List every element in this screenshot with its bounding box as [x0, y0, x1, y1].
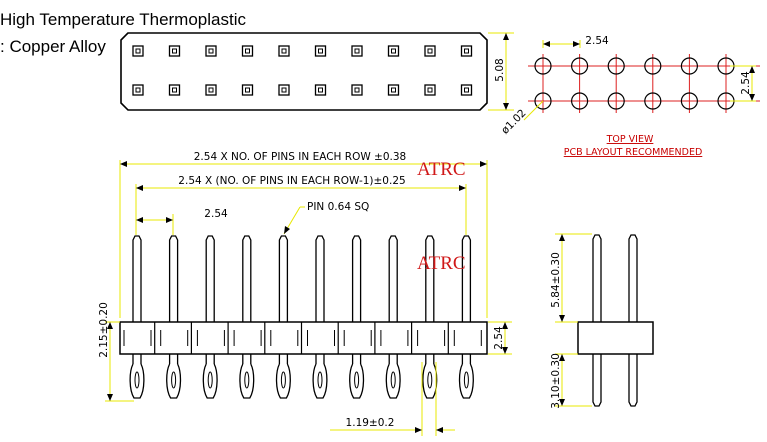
front-pin — [385, 235, 401, 399]
pcb-hole — [680, 92, 699, 110]
pcb-hole — [680, 57, 699, 75]
pcb-layout-label: PCB LAYOUT RECOMMENDED — [564, 147, 703, 158]
front-pin — [129, 235, 145, 399]
hole-diameter-label: ø1.02 — [499, 107, 529, 137]
row-spacing-label: 5.08 — [494, 58, 506, 81]
tail-offset-label: 1.19±0.2 — [346, 417, 395, 429]
pcb-layout: 2.54 2.54 ø1.02 TOP VIEW PCB LAYOUT RECO… — [499, 35, 760, 158]
top-view-pin — [278, 84, 290, 96]
top-view-pin — [132, 45, 144, 57]
top-view-pin — [387, 84, 400, 96]
side-view: 5.84±0.30 3.10±0.30 — [550, 233, 654, 409]
pcb-hole — [534, 57, 552, 75]
front-pin — [312, 235, 328, 399]
top-view-pin-grid — [132, 45, 473, 96]
top-view-pin — [424, 45, 436, 57]
top-view-pin — [314, 45, 327, 57]
header-top-view — [120, 32, 488, 111]
top-view-pin — [205, 84, 217, 96]
row-spacing-dimension: 5.08 — [488, 32, 514, 111]
front-pin — [239, 235, 255, 399]
top-view-pin — [205, 45, 217, 57]
front-pin — [349, 235, 365, 399]
top-view-pin — [460, 45, 473, 57]
top-view-pin — [351, 45, 363, 57]
top-view-pin — [241, 84, 254, 96]
pcb-hole-grid — [528, 54, 760, 113]
brand-mark-2: ATRC — [417, 253, 466, 274]
top-view-pin — [351, 84, 363, 96]
front-pin — [275, 235, 291, 399]
front-pin — [458, 235, 474, 399]
side-view-pins — [592, 234, 638, 407]
top-view-pin — [424, 84, 436, 96]
pcb-hole — [570, 92, 589, 110]
brand-mark-1: ATRC — [417, 159, 466, 180]
top-view-pin — [387, 45, 400, 57]
insulator-dividers — [123, 322, 482, 354]
pcb-hole — [644, 92, 662, 110]
top-view-pin — [241, 45, 254, 57]
top-view-label: TOP VIEW — [606, 134, 654, 145]
overall-length-label: 2.54 X NO. OF PINS IN EACH ROW ±0.38 — [194, 151, 407, 163]
side-upper-pin-label: 5.84±0.30 — [550, 252, 562, 308]
pcb-hole — [607, 92, 625, 110]
pcb-hole — [570, 57, 589, 75]
insulator-body — [119, 321, 488, 355]
top-view-pin — [460, 84, 473, 96]
top-view-pin — [278, 45, 290, 57]
material-text-contact: : Copper Alloy — [0, 37, 106, 56]
side-pin — [592, 234, 602, 407]
pin-span-label: 2.54 X (NO. OF PINS IN EACH ROW-1)±0.25 — [178, 175, 405, 187]
top-view-pin — [168, 45, 181, 57]
front-pin — [202, 235, 218, 399]
side-pin — [628, 234, 638, 407]
pin-callout-label: PIN 0.64 SQ — [307, 201, 369, 213]
pcb-hole — [644, 57, 662, 75]
top-view-pin — [168, 84, 181, 96]
front-pin — [166, 235, 182, 399]
front-view-pins — [129, 235, 474, 399]
pcb-hole — [534, 92, 552, 110]
pcb-pitch-x-label: 2.54 — [585, 35, 609, 47]
top-view-pin — [132, 84, 144, 96]
pcb-pitch-y-label: 2.54 — [740, 71, 752, 95]
material-text-insulator: High Temperature Thermoplastic — [0, 10, 246, 29]
side-lower-pin-label: 3.10±0.30 — [550, 353, 562, 409]
pcb-hole — [607, 57, 625, 75]
top-view-pin — [314, 84, 327, 96]
front-view: 2.54 X NO. OF PINS IN EACH ROW ±0.38 ATR… — [98, 151, 512, 436]
lower-pin-length-label: 2.15±0.20 — [98, 302, 110, 358]
body-height-label: 2.54 — [493, 326, 505, 350]
side-insulator-body — [577, 321, 654, 355]
pitch-label: 2.54 — [204, 208, 228, 220]
